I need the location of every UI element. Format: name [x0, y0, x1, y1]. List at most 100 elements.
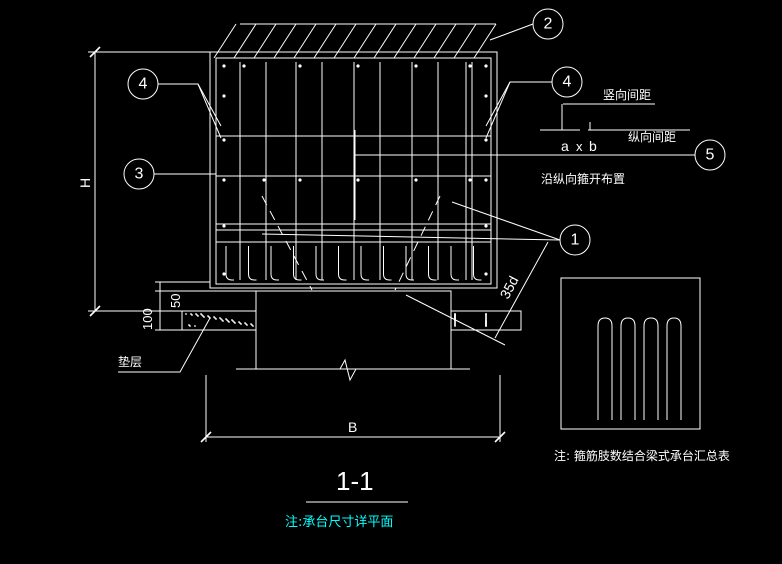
- width-dim-label: B: [348, 419, 357, 435]
- cushion-dot: [250, 323, 252, 325]
- callout-5-number: 5: [706, 147, 715, 164]
- cushion-dot: [238, 321, 240, 323]
- hatch-stroke: [333, 23, 357, 59]
- dim-100-label: 100: [140, 308, 155, 330]
- width-dim-tick-right: [494, 431, 506, 443]
- hook: [338, 246, 347, 281]
- rebar-dot: [484, 94, 488, 98]
- height-dim-tick-bottom: [89, 305, 101, 317]
- callout-3-number: 3: [135, 166, 144, 183]
- hatch-stroke: [353, 23, 377, 59]
- spacing-b: b: [589, 138, 597, 154]
- hatch-stroke: [453, 23, 477, 59]
- hatch-stroke: [413, 23, 437, 59]
- detail-stirrup: [643, 317, 659, 420]
- spacing-a: a: [561, 138, 569, 154]
- cushion-dot: [200, 313, 202, 315]
- rebar-dot: [222, 178, 226, 182]
- rebar-dots: [222, 64, 488, 276]
- stirrup-layout-label: 沿纵向箍开布置: [541, 171, 625, 186]
- anchor-dim-line: [494, 241, 549, 339]
- height-dim-tick-top: [89, 46, 101, 58]
- detail-stirrup: [620, 317, 636, 420]
- height-dim-label: H: [77, 178, 93, 188]
- cushion-dot: [219, 317, 221, 319]
- hatch-stroke: [253, 23, 277, 59]
- hook: [428, 246, 437, 281]
- cushion-dot: [225, 318, 227, 320]
- rebar-dot: [484, 178, 488, 182]
- stirrup-detail-box: [560, 277, 701, 430]
- hook: [360, 246, 369, 281]
- rebar-dot: [484, 272, 488, 276]
- hook: [450, 246, 459, 281]
- hatch-stroke: [393, 23, 417, 59]
- rebar-dot: [262, 178, 266, 182]
- callout-1-leader-a: [451, 201, 561, 241]
- hatch-stroke: [473, 23, 497, 59]
- callout-4-left-number: 4: [139, 76, 148, 93]
- hook: [315, 246, 324, 281]
- rebar-dot: [414, 64, 418, 68]
- detail-stirrup: [597, 317, 613, 420]
- callout-1-number: 1: [571, 232, 580, 249]
- cushion-dot: [485, 313, 487, 315]
- cushion-dot: [194, 325, 196, 327]
- rebar-dot: [222, 94, 226, 98]
- callout-4-left-leader-a: [158, 83, 222, 127]
- hatch-stroke: [313, 23, 337, 59]
- hatch-stroke: [213, 23, 237, 59]
- cushion-dot: [207, 315, 209, 317]
- rebar-dot: [242, 64, 246, 68]
- rebar-dot: [222, 272, 226, 276]
- cushion-leader: [118, 317, 211, 373]
- callout-4-right-leader-b: [485, 81, 511, 139]
- hook: [270, 246, 279, 281]
- cushion-dot: [231, 319, 233, 321]
- width-dim-tick-left: [200, 431, 212, 443]
- dim-50-label: 50: [168, 294, 183, 308]
- callout-1-leader-b: [261, 233, 561, 241]
- rebar-dot: [468, 64, 472, 68]
- hatch-stroke: [273, 23, 297, 59]
- stirrup-detail: [597, 317, 682, 420]
- pile-break-line: [236, 358, 470, 382]
- hook: [405, 246, 414, 281]
- callout-2-bubble: [532, 8, 564, 40]
- hook: [248, 246, 257, 281]
- rebar-dot: [222, 64, 226, 68]
- hatch-stroke: [233, 23, 257, 59]
- anchor-ext-line: [405, 294, 506, 346]
- rebar-dot: [484, 138, 488, 142]
- dashed-diagonal-right: [394, 195, 441, 291]
- callout-4-right-leader-a: [485, 81, 552, 127]
- cushion-left: [181, 310, 257, 331]
- cushion-dot: [485, 325, 487, 327]
- rebar-dot: [484, 64, 488, 68]
- rebar-dot: [222, 224, 226, 228]
- cushion-dot: [244, 322, 246, 324]
- rebar-dot: [356, 64, 360, 68]
- hook: [383, 246, 392, 281]
- rebar-dot: [468, 178, 472, 182]
- rebar-dot: [298, 178, 302, 182]
- vertical-spacing-label: 竖向间距: [603, 87, 651, 102]
- cushion-dot: [454, 325, 456, 327]
- callout-2-number: 2: [544, 16, 553, 33]
- rebar-cage-outline: [215, 57, 492, 285]
- rebar-dot: [484, 224, 488, 228]
- rebar-dot: [356, 178, 360, 182]
- dashed-diagonal-left: [261, 195, 313, 291]
- rebar-dot: [298, 64, 302, 68]
- hook: [225, 246, 234, 281]
- note-left: 注:承台尺寸详平面: [285, 515, 393, 530]
- bottom-hooks: [225, 246, 482, 281]
- detail-stirrup: [666, 317, 682, 420]
- hook: [473, 246, 482, 281]
- cushion-dot: [195, 313, 197, 315]
- horizontal-spacing-label: 纵向间距: [628, 129, 676, 144]
- cushion-right: [450, 310, 522, 331]
- cushion-dot: [185, 313, 187, 315]
- note-right: 注: 箍筋肢数结合梁式承台汇总表: [554, 448, 730, 463]
